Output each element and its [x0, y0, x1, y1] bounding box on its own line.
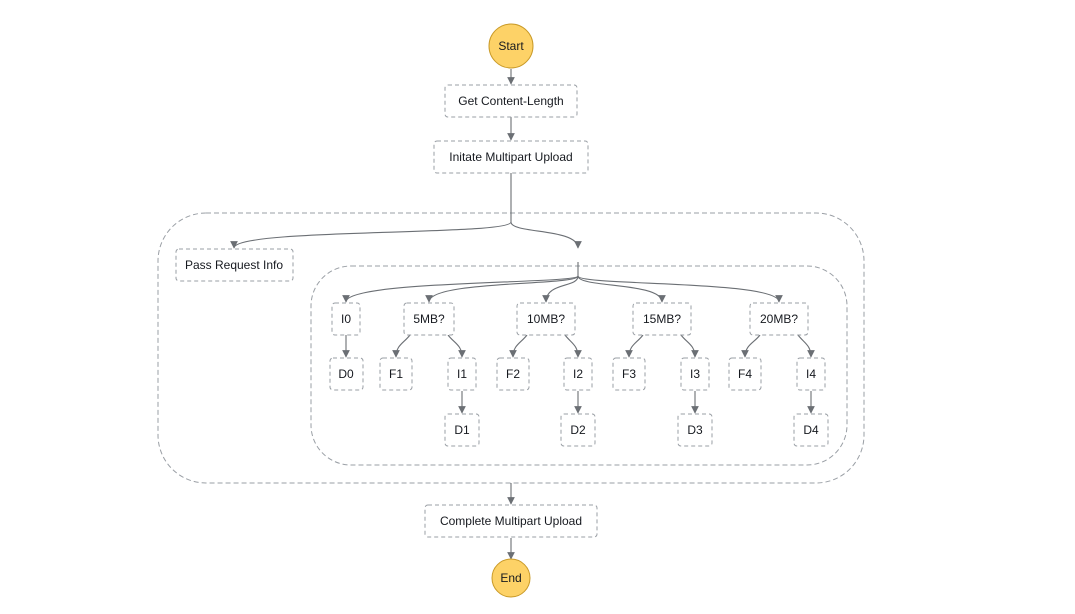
- d0-node[interactable]: D0: [329, 357, 364, 391]
- check-20mb-label: 20MB?: [760, 312, 798, 326]
- edges: [230, 69, 815, 560]
- i0-node[interactable]: I0: [331, 302, 361, 336]
- end-node[interactable]: End: [491, 558, 531, 598]
- i4-node[interactable]: I4: [796, 357, 826, 391]
- edge-10mb-f2: [509, 334, 528, 358]
- check-15mb-label: 15MB?: [643, 312, 681, 326]
- parallel-group-inner: [310, 265, 848, 466]
- complete-upload-node[interactable]: Complete Multipart Upload: [424, 504, 598, 538]
- edge-20mb-f4: [741, 334, 761, 358]
- get-content-length-node[interactable]: Get Content-Length: [444, 84, 578, 118]
- edge-15mb-i3: [680, 334, 699, 358]
- check-5mb-label: 5MB?: [413, 312, 445, 326]
- edge-to-5mb: [425, 275, 579, 303]
- edge-20mb-i4: [797, 334, 815, 358]
- d1-node[interactable]: D1: [444, 413, 480, 447]
- start-label: Start: [498, 39, 524, 53]
- d2-label: D2: [570, 423, 586, 437]
- i1-node[interactable]: I1: [447, 357, 477, 391]
- d3-node[interactable]: D3: [677, 413, 713, 447]
- f3-label: F3: [622, 367, 636, 381]
- initiate-upload-node[interactable]: Initate Multipart Upload: [433, 140, 589, 174]
- initiate-upload-label: Initate Multipart Upload: [449, 150, 572, 164]
- f2-label: F2: [506, 367, 520, 381]
- end-label: End: [500, 571, 521, 585]
- d4-node[interactable]: D4: [793, 413, 829, 447]
- edge-5mb-i1: [447, 334, 466, 358]
- edge-to-10mb: [542, 275, 579, 303]
- d1-label: D1: [454, 423, 470, 437]
- d0-label: D0: [338, 367, 354, 381]
- f3-node[interactable]: F3: [612, 357, 646, 391]
- edge-5mb-f1: [392, 334, 411, 358]
- f4-node[interactable]: F4: [728, 357, 762, 391]
- i3-node[interactable]: I3: [680, 357, 710, 391]
- i1-label: I1: [457, 367, 467, 381]
- complete-upload-label: Complete Multipart Upload: [440, 514, 582, 528]
- edge-to-15mb: [577, 275, 666, 303]
- d2-node[interactable]: D2: [560, 413, 596, 447]
- edge-fork-innergroup: [510, 221, 582, 249]
- check-5mb-node[interactable]: 5MB?: [403, 302, 455, 336]
- f1-node[interactable]: F1: [379, 357, 413, 391]
- pass-request-info-label: Pass Request Info: [185, 258, 283, 272]
- edge-15mb-f3: [625, 334, 644, 358]
- check-10mb-label: 10MB?: [527, 312, 565, 326]
- get-content-length-label: Get Content-Length: [458, 94, 563, 108]
- pass-request-info-node[interactable]: Pass Request Info: [175, 248, 294, 282]
- edge-to-i0: [342, 275, 579, 303]
- edge-fork-passinfo: [230, 221, 512, 249]
- f2-node[interactable]: F2: [496, 357, 530, 391]
- i2-node[interactable]: I2: [563, 357, 593, 391]
- i4-label: I4: [806, 367, 816, 381]
- d3-label: D3: [687, 423, 703, 437]
- f1-label: F1: [389, 367, 403, 381]
- f4-label: F4: [738, 367, 752, 381]
- d4-label: D4: [803, 423, 819, 437]
- check-10mb-node[interactable]: 10MB?: [516, 302, 576, 336]
- edge-to-20mb: [577, 275, 783, 303]
- edge-10mb-i2: [564, 334, 582, 358]
- i0-label: I0: [341, 312, 351, 326]
- check-15mb-node[interactable]: 15MB?: [632, 302, 692, 336]
- i2-label: I2: [573, 367, 583, 381]
- check-20mb-node[interactable]: 20MB?: [749, 302, 809, 336]
- start-node[interactable]: Start: [488, 23, 534, 69]
- i3-label: I3: [690, 367, 700, 381]
